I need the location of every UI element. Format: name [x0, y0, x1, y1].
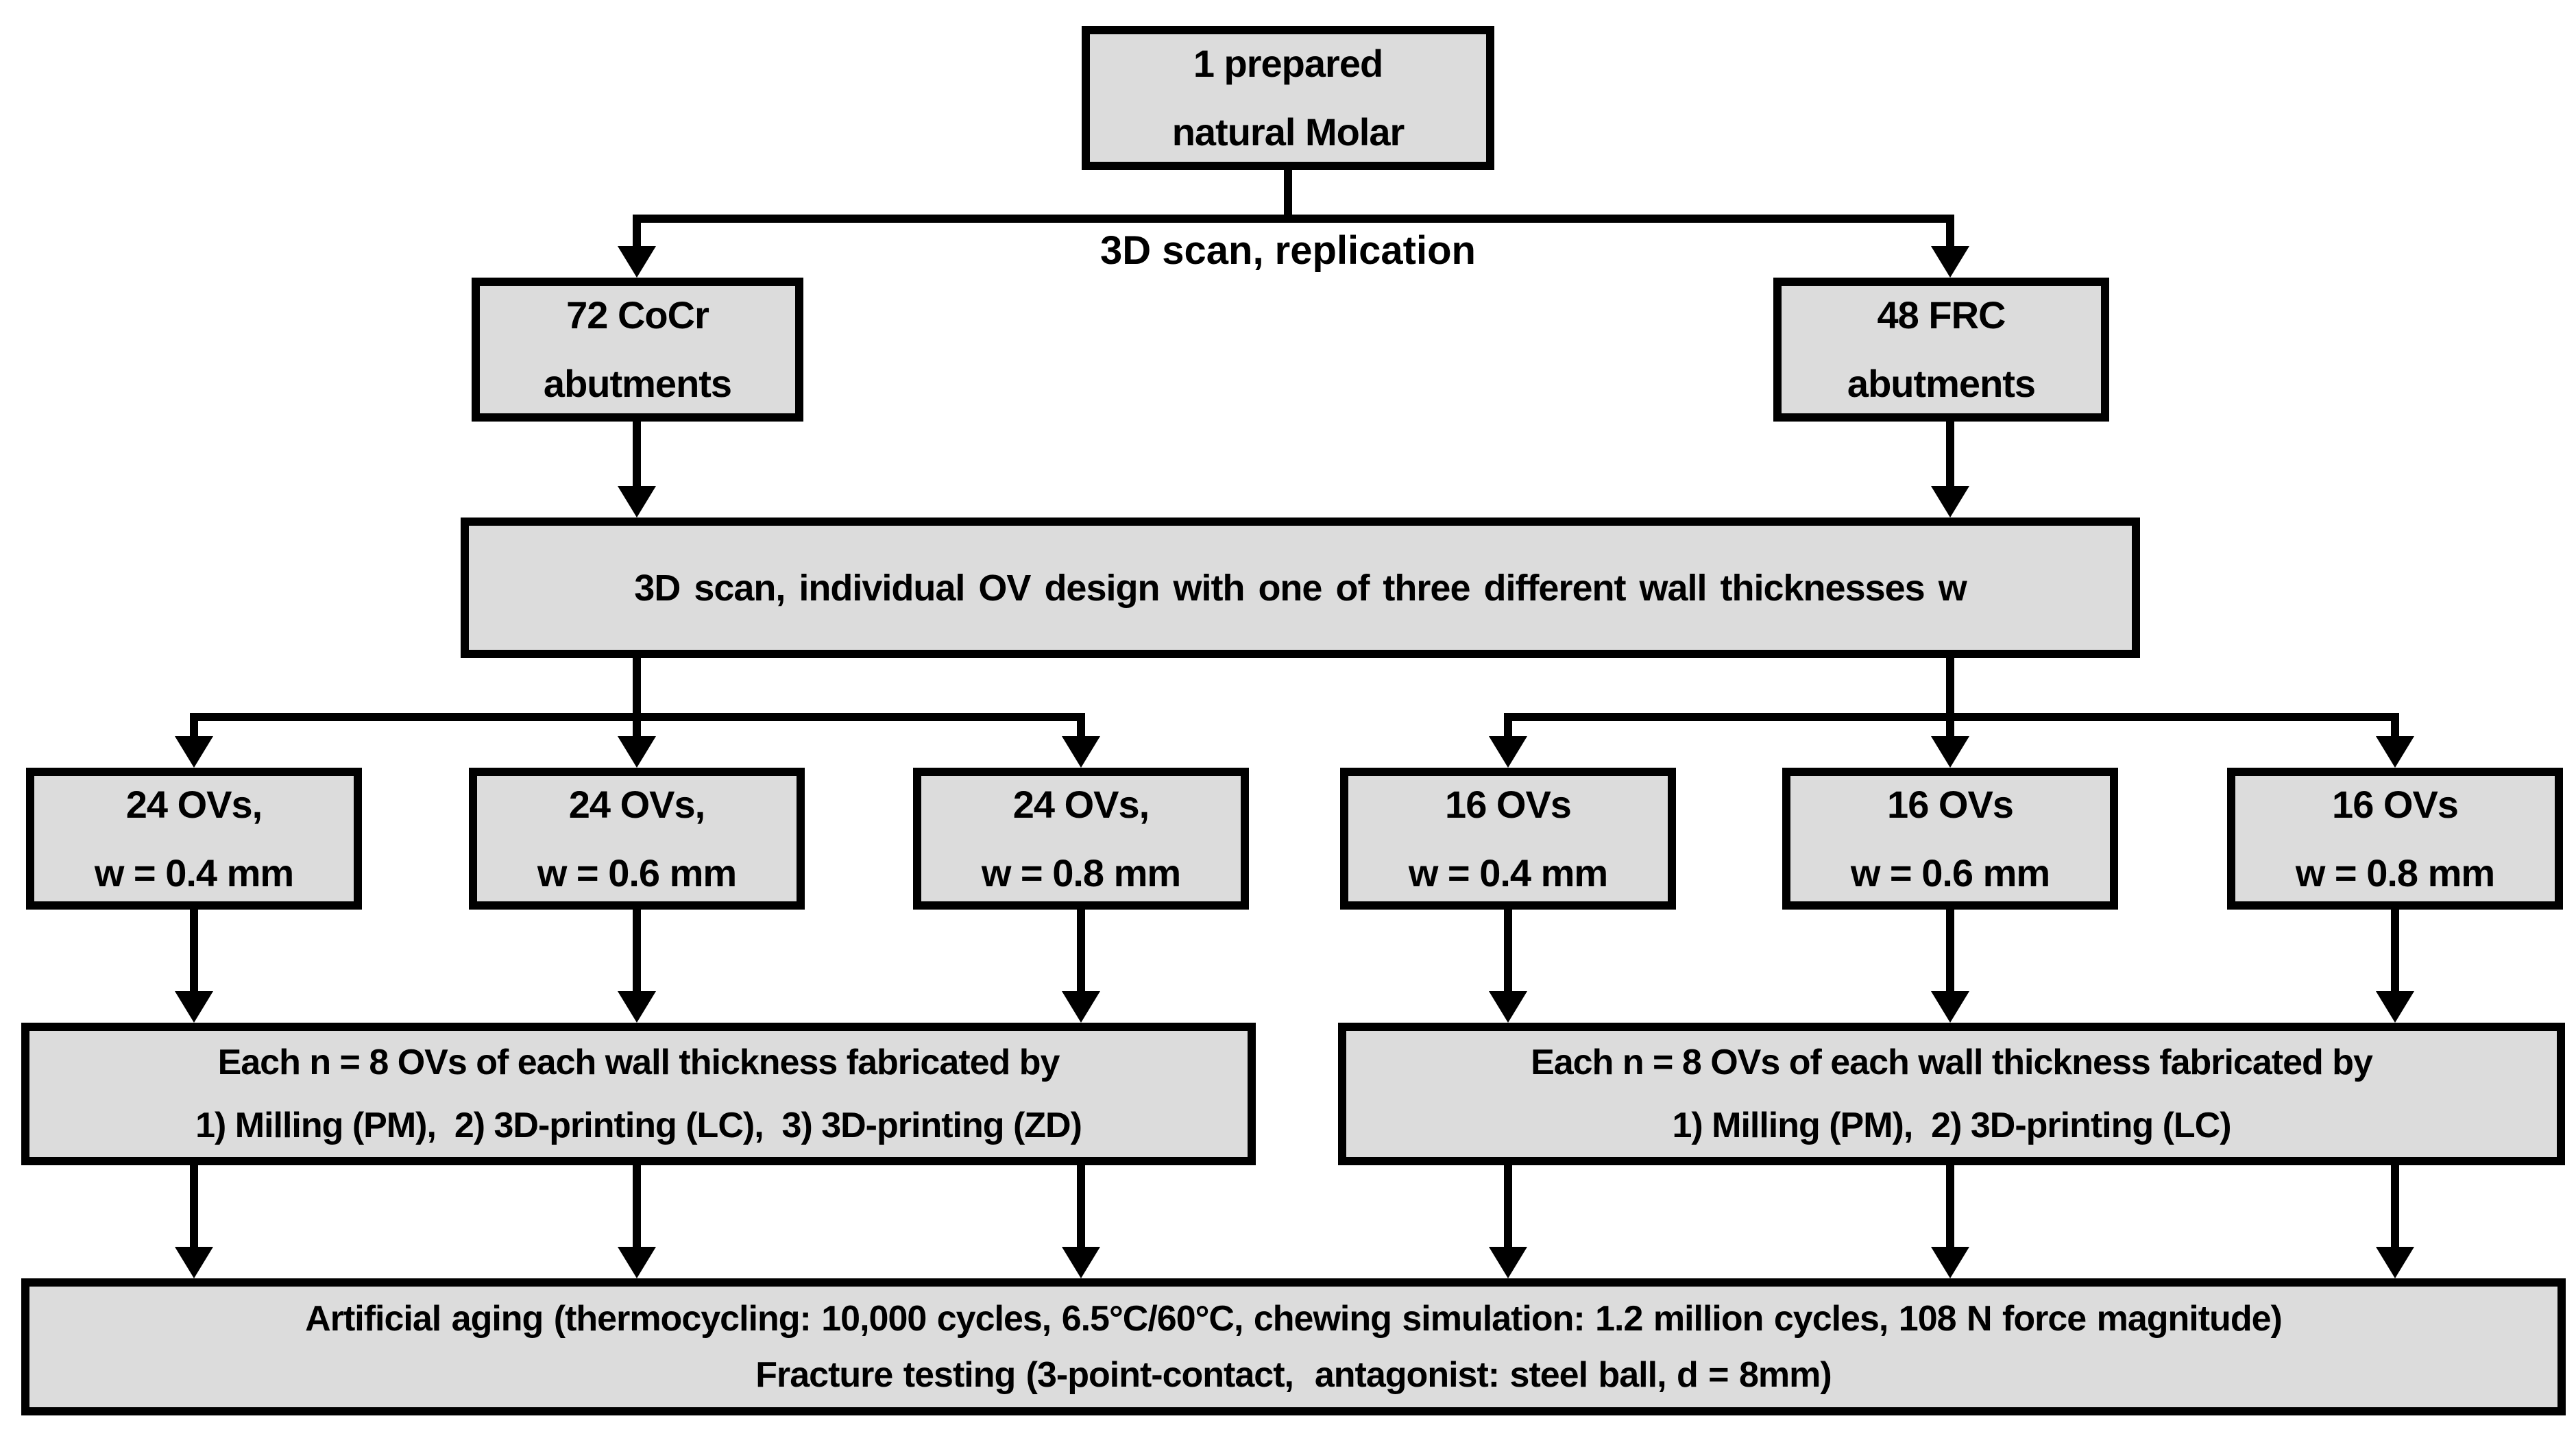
node-cocr-w08: 24 OVs, w = 0.8 mm: [913, 768, 1249, 910]
connector-drop-cocr-w08: [1077, 717, 1085, 740]
node-aging-testing: Artificial aging (thermocycling: 10,000 …: [21, 1278, 2566, 1415]
node-cocr-line1: 72 CoCr: [566, 293, 709, 337]
connector-design-right-stub: [1946, 658, 1954, 721]
connector-fab-left-1: [190, 1165, 198, 1253]
connector-drop-frc-w08: [2391, 717, 2399, 740]
edge-label-scan-replication: 3D scan, replication: [1100, 228, 1476, 273]
node-frc-w06-line1: 16 OVs: [1887, 782, 2014, 826]
connector-cocr-to-design: [633, 422, 641, 490]
node-fabrication-frc: Each n = 8 OVs of each wall thickness fa…: [1338, 1023, 2565, 1165]
node-cocr-w06-line1: 24 OVs,: [568, 782, 705, 826]
node-frc-w06: 16 OVs w = 0.6 mm: [1782, 768, 2118, 910]
connector-design-left-stub: [633, 658, 641, 721]
node-frc-line1: 48 FRC: [1877, 293, 2006, 337]
arrowhead-icon: [2376, 1247, 2414, 1278]
arrowhead-icon: [1489, 1247, 1527, 1278]
node-fabrication-frc-line2: 1) Milling (PM), 2) 3D-printing (LC): [1672, 1106, 2231, 1145]
node-fabrication-cocr-line1: Each n = 8 OVs of each wall thickness fa…: [217, 1043, 1060, 1082]
connector-molar-down: [1284, 170, 1292, 223]
node-ov-design-line1: 3D scan, individual OV design with one o…: [634, 567, 1967, 609]
node-cocr-w06: 24 OVs, w = 0.6 mm: [469, 768, 805, 910]
connector-fab-left-3: [1077, 1165, 1085, 1253]
connector-fab-right-2: [1946, 1165, 1954, 1253]
node-molar-line2: natural Molar: [1171, 110, 1405, 154]
arrowhead-icon: [2376, 736, 2414, 768]
arrowhead-icon: [175, 736, 213, 768]
arrowhead-icon: [175, 1247, 213, 1278]
node-frc-w06-line2: w = 0.6 mm: [1850, 851, 2050, 895]
connector-drop-cocr-w06: [633, 717, 641, 740]
node-molar-line1: 1 prepared: [1193, 42, 1383, 85]
node-fabrication-cocr: Each n = 8 OVs of each wall thickness fa…: [21, 1023, 1256, 1165]
connector-fab-right-3: [2391, 1165, 2399, 1253]
connector-drop-cocr-w04: [190, 717, 198, 740]
arrowhead-icon: [618, 991, 656, 1023]
arrowhead-icon: [618, 246, 656, 278]
connector-drop-frc-w04: [1504, 717, 1512, 740]
connector-w04-to-fab-left: [190, 910, 198, 997]
arrowhead-icon: [1931, 1247, 1969, 1278]
connector-branch-left-down: [633, 215, 641, 253]
node-cocr-line2: abutments: [543, 362, 732, 405]
connector-fab-left-2: [633, 1165, 641, 1253]
arrowhead-icon: [1931, 246, 1969, 278]
node-cocr-w08-line2: w = 0.8 mm: [981, 851, 1181, 895]
arrowhead-icon: [175, 991, 213, 1023]
node-fabrication-cocr-line2: 1) Milling (PM), 2) 3D-printing (LC), 3)…: [195, 1106, 1082, 1145]
arrowhead-icon: [1062, 736, 1100, 768]
node-frc-w04-line2: w = 0.4 mm: [1408, 851, 1608, 895]
node-frc-w04: 16 OVs w = 0.4 mm: [1340, 768, 1676, 910]
node-frc-line2: abutments: [1847, 362, 2036, 405]
connector-w06-to-fab-left: [633, 910, 641, 997]
arrowhead-icon: [618, 486, 656, 518]
connector-w08-to-fab-right: [2391, 910, 2399, 997]
arrowhead-icon: [1931, 736, 1969, 768]
node-fabrication-frc-line1: Each n = 8 OVs of each wall thickness fa…: [1531, 1043, 2373, 1082]
arrowhead-icon: [1931, 486, 1969, 518]
node-frc-abutments: 48 FRC abutments: [1773, 278, 2109, 422]
node-aging-testing-line2: Fracture testing (3-point-contact, antag…: [755, 1355, 1832, 1395]
connector-branch-hline: [633, 215, 1954, 223]
arrowhead-icon: [1931, 991, 1969, 1023]
node-cocr-w06-line2: w = 0.6 mm: [537, 851, 737, 895]
node-cocr-w04-line1: 24 OVs,: [125, 782, 263, 826]
node-frc-w04-line1: 16 OVs: [1445, 782, 1572, 826]
connector-w08-to-fab-left: [1077, 910, 1085, 997]
node-cocr-w04: 24 OVs, w = 0.4 mm: [26, 768, 362, 910]
connector-w06-to-fab-right: [1946, 910, 1954, 997]
arrowhead-icon: [1489, 991, 1527, 1023]
connector-frc-to-design: [1946, 422, 1954, 490]
arrowhead-icon: [1062, 1247, 1100, 1278]
node-frc-w08-line1: 16 OVs: [2332, 782, 2459, 826]
arrowhead-icon: [2376, 991, 2414, 1023]
connector-w04-to-fab-right: [1504, 910, 1512, 997]
arrowhead-icon: [618, 736, 656, 768]
node-cocr-w04-line2: w = 0.4 mm: [94, 851, 294, 895]
node-frc-w08: 16 OVs w = 0.8 mm: [2227, 768, 2563, 910]
node-cocr-w08-line1: 24 OVs,: [1012, 782, 1150, 826]
node-molar: 1 prepared natural Molar: [1082, 26, 1494, 170]
connector-branch-right-down: [1946, 215, 1954, 253]
arrowhead-icon: [1489, 736, 1527, 768]
node-frc-w08-line2: w = 0.8 mm: [2295, 851, 2495, 895]
arrowhead-icon: [1062, 991, 1100, 1023]
node-aging-testing-line1: Artificial aging (thermocycling: 10,000 …: [305, 1299, 2283, 1339]
arrowhead-icon: [618, 1247, 656, 1278]
node-ov-design: 3D scan, individual OV design with one o…: [461, 518, 2140, 658]
connector-drop-frc-w06: [1946, 717, 1954, 740]
connector-fab-right-1: [1504, 1165, 1512, 1253]
node-cocr-abutments: 72 CoCr abutments: [472, 278, 803, 422]
